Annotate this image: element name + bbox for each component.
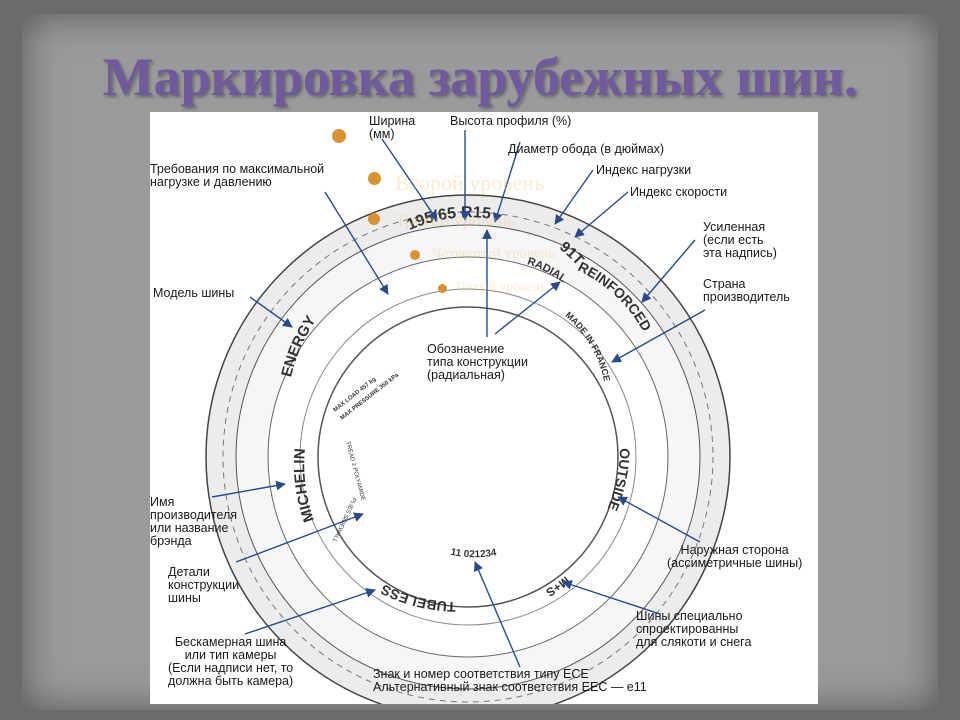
label-tubeless: Бескамерная шина или тип камеры (Если на… bbox=[168, 636, 293, 688]
label-details-line3: шины bbox=[168, 591, 201, 605]
label-outside-line1: Наружная сторона bbox=[680, 543, 789, 557]
arrow-speed bbox=[574, 191, 629, 238]
label-construction-line3: (радиальная) bbox=[427, 368, 505, 382]
label-reinforced: Усиленная (если есть эта надпись) bbox=[703, 221, 777, 260]
arrow-construction-2 bbox=[494, 281, 561, 335]
bullet-dot-2 bbox=[368, 172, 381, 185]
arrow-mud-snow bbox=[562, 580, 661, 615]
label-construction-line2: типа конструкции bbox=[427, 355, 528, 369]
label-construction: Обозначение типа конструкции (радиальная… bbox=[427, 343, 528, 382]
label-width-line1: Ширина bbox=[369, 114, 416, 128]
arrows bbox=[211, 130, 706, 668]
label-country: Страна производитель bbox=[703, 278, 790, 304]
bullet-level2: Второй уровень bbox=[395, 170, 545, 195]
bullet-dot-1 bbox=[332, 129, 346, 143]
label-model: Модель шины bbox=[153, 286, 235, 300]
label-tubeless-line4: должна быть камера) bbox=[168, 674, 294, 688]
label-maker-line2: производителя bbox=[150, 508, 238, 522]
arrow-load bbox=[554, 169, 594, 225]
bullet-dot-4 bbox=[410, 250, 420, 260]
arrow-tubeless bbox=[244, 588, 376, 635]
label-maker: Имя производителя или название брэнда bbox=[150, 496, 237, 548]
arrow-ece bbox=[473, 561, 521, 668]
tire-diagram-panel: 195/65 R15 91T RADIAL REINFORCED MADE IN… bbox=[150, 112, 818, 704]
label-country-line1: Страна bbox=[703, 277, 746, 291]
label-mud-snow-line2: спроектированны bbox=[636, 622, 739, 636]
label-reinforced-line2: (если есть bbox=[703, 233, 764, 247]
label-reinforced-line1: Усиленная bbox=[703, 220, 766, 234]
bullet-level4: Четвертый уровень bbox=[432, 246, 556, 262]
label-max-load-pressure: Требования по максимальной нагрузке и да… bbox=[150, 163, 324, 189]
label-ece-line1: Знак и номер соответствия типу ECE bbox=[373, 667, 589, 681]
label-mud-snow-line3: для слякоти и снега bbox=[636, 635, 752, 649]
label-mud-snow: Шины специально спроектированны для сляк… bbox=[636, 610, 751, 649]
label-ece: Знак и номер соответствия типу ECE Альте… bbox=[373, 668, 647, 694]
arrow-rim bbox=[492, 141, 521, 223]
arrow-details bbox=[235, 512, 364, 563]
label-profile-height: Высота профиля (%) bbox=[450, 114, 572, 128]
label-maker-line1: Имя bbox=[150, 495, 175, 509]
label-construction-line1: Обозначение bbox=[427, 342, 505, 356]
label-maker-line3: или название bbox=[150, 521, 229, 535]
label-outside: Наружная сторона (ассиметричные шины) bbox=[667, 544, 802, 570]
label-details-line2: конструкции bbox=[168, 578, 240, 592]
arrow-reinforced bbox=[641, 239, 696, 303]
label-load-index: Индекс нагрузки bbox=[596, 163, 692, 177]
label-max-load-line1: Требования по максимальной bbox=[150, 162, 325, 176]
label-details-line1: Детали bbox=[168, 565, 210, 579]
label-country-line2: производитель bbox=[703, 290, 790, 304]
label-tubeless-line2: или тип камеры bbox=[184, 648, 277, 662]
label-tubeless-line1: Бескамерная шина bbox=[174, 635, 287, 649]
arrow-maxload bbox=[324, 191, 389, 295]
label-maker-line4: брэнда bbox=[150, 534, 192, 548]
label-rim-diameter: Диаметр обода (в дюймах) bbox=[508, 142, 665, 156]
label-speed-index: Индекс скорости bbox=[630, 185, 728, 199]
label-reinforced-line3: эта надпись) bbox=[703, 246, 777, 260]
label-tubeless-line3: (Если надписи нет, то bbox=[168, 661, 294, 675]
arrow-outside bbox=[617, 496, 701, 543]
arrow-maker bbox=[211, 480, 286, 498]
bullet-level3: Третий уровень bbox=[395, 210, 516, 230]
label-ece-line2: Альтернативный знак соответствия EEC — e… bbox=[373, 680, 647, 694]
label-outside-line2: (ассиметричные шины) bbox=[667, 556, 803, 570]
bullet-level5: Пятый уровень bbox=[456, 280, 547, 295]
label-width: Ширина (мм) bbox=[369, 115, 415, 141]
arrow-model bbox=[249, 296, 293, 328]
arrow-width bbox=[381, 138, 438, 221]
ece-number-text: 11 021234 bbox=[450, 547, 498, 560]
arrow-country bbox=[611, 309, 706, 363]
label-max-load-line2: нагрузке и давлению bbox=[150, 175, 272, 189]
slide-title: Маркировка зарубежных шин. bbox=[102, 47, 858, 107]
label-details: Детали конструкции шины bbox=[168, 566, 239, 605]
tire-diagram: 195/65 R15 91T RADIAL REINFORCED MADE IN… bbox=[205, 130, 731, 704]
label-mud-snow-line1: Шины специально bbox=[636, 609, 743, 623]
bullet-dot-5 bbox=[438, 284, 447, 293]
label-width-line2: (мм) bbox=[369, 127, 395, 141]
bullet-dot-3 bbox=[368, 213, 380, 225]
